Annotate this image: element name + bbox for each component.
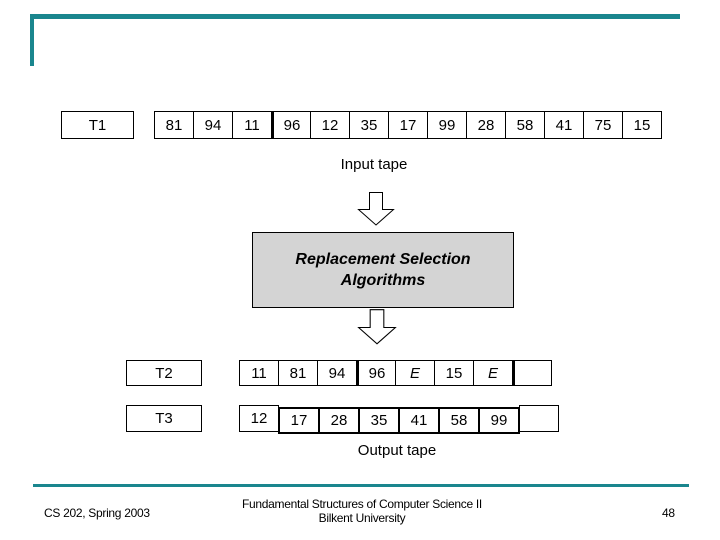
tape-cell: 28 bbox=[318, 407, 360, 434]
process-box-line1: Replacement Selection bbox=[295, 251, 471, 268]
output-tape-caption: Output tape bbox=[357, 442, 437, 459]
footer-center: Fundamental Structures of Computer Scien… bbox=[242, 497, 482, 525]
tape-cell: 11 bbox=[239, 360, 279, 386]
tape-cell: 12 bbox=[310, 111, 350, 139]
tape-cell: 58 bbox=[505, 111, 545, 139]
tape-label-t3: T3 bbox=[126, 405, 202, 432]
tape-cell bbox=[512, 360, 552, 386]
input-tape: 81 94 11 96 12 35 17 99 28 58 41 75 15 bbox=[154, 111, 662, 139]
process-box-line2: Algorithms bbox=[340, 272, 426, 289]
tape-cell: 96 bbox=[271, 111, 311, 139]
tape-cell: 17 bbox=[388, 111, 428, 139]
down-arrow-icon bbox=[357, 309, 397, 345]
tape-cell: 12 bbox=[239, 405, 279, 432]
tape-cell: 35 bbox=[349, 111, 389, 139]
tape-cell: 75 bbox=[583, 111, 623, 139]
tape-cell: 94 bbox=[317, 360, 357, 386]
output-tape-t2: 11 81 94 96 E 15 E bbox=[239, 360, 552, 386]
footer-center-line1: Fundamental Structures of Computer Scien… bbox=[242, 497, 482, 511]
tape-cell: 58 bbox=[438, 407, 480, 434]
tape-cell: E bbox=[395, 360, 435, 386]
tape-label-t1: T1 bbox=[61, 111, 134, 139]
tape-cell: 81 bbox=[154, 111, 194, 139]
footer-course: CS 202, Spring 2003 bbox=[44, 506, 150, 520]
top-accent-bar bbox=[30, 14, 680, 19]
tape-cell: 15 bbox=[434, 360, 474, 386]
output-tape-t3: 12 17 28 35 41 58 99 bbox=[239, 405, 559, 434]
left-accent-tick bbox=[30, 14, 34, 66]
tape-cell: E bbox=[473, 360, 513, 386]
tape-cell: 15 bbox=[622, 111, 662, 139]
bottom-accent-line bbox=[33, 484, 689, 487]
down-arrow-icon bbox=[357, 192, 395, 226]
input-tape-caption: Input tape bbox=[340, 156, 408, 173]
tape-cell: 28 bbox=[466, 111, 506, 139]
tape-cell: 81 bbox=[278, 360, 318, 386]
tape-cell: 41 bbox=[544, 111, 584, 139]
footer-page-number: 48 bbox=[662, 506, 675, 520]
tape-cell: 99 bbox=[427, 111, 467, 139]
tape-cell bbox=[519, 405, 559, 432]
tape-cell: 96 bbox=[356, 360, 396, 386]
tape-label-t3-text: T3 bbox=[155, 410, 173, 427]
tape-cell: 17 bbox=[278, 407, 320, 434]
tape-label-t2-text: T2 bbox=[155, 364, 173, 382]
process-box: Replacement Selection Algorithms bbox=[252, 232, 514, 308]
footer-center-line2: Bilkent University bbox=[318, 511, 406, 525]
tape-label-t1-text: T1 bbox=[88, 116, 107, 134]
tape-cell: 94 bbox=[193, 111, 233, 139]
tape-cell: 11 bbox=[232, 111, 272, 139]
tape-label-t2: T2 bbox=[126, 360, 202, 386]
tape-cell: 99 bbox=[478, 407, 520, 434]
tape-cell: 35 bbox=[358, 407, 400, 434]
tape-run-group: 17 28 35 41 58 99 bbox=[278, 407, 520, 434]
tape-cell: 41 bbox=[398, 407, 440, 434]
